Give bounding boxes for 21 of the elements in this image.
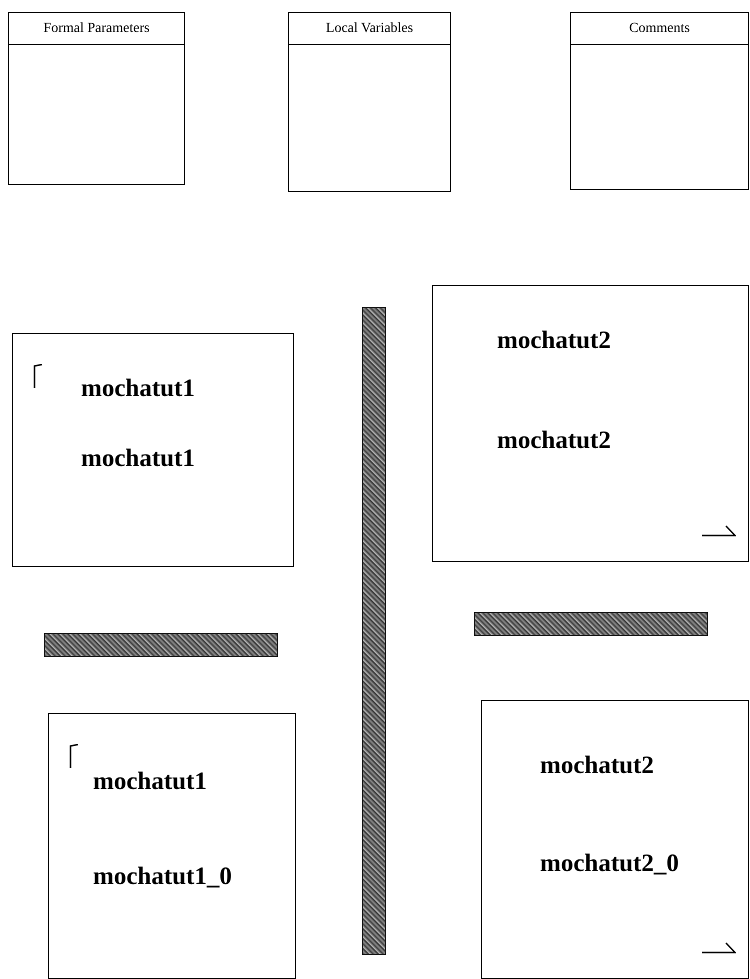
block-box (432, 285, 749, 562)
block-box (48, 713, 296, 979)
block-label: mochatut1 (81, 446, 195, 471)
textured-bar (362, 307, 386, 955)
block-label: mochatut1 (81, 376, 195, 401)
block-box (12, 333, 294, 567)
block-label: mochatut2 (497, 328, 611, 353)
header-label: Comments (571, 13, 748, 45)
header-label: Local Variables (289, 13, 450, 45)
block-box (481, 700, 749, 979)
header-label: Formal Parameters (9, 13, 184, 45)
table-box (570, 12, 749, 190)
block-label: mochatut1 (93, 769, 207, 794)
textured-bar (44, 633, 278, 657)
table-box (288, 12, 451, 192)
textured-bar (474, 612, 708, 636)
block-label: mochatut1_0 (93, 864, 232, 889)
block-label: mochatut2 (540, 753, 654, 778)
block-label: mochatut2 (497, 428, 611, 453)
table-box (8, 12, 185, 185)
block-label: mochatut2_0 (540, 851, 679, 876)
